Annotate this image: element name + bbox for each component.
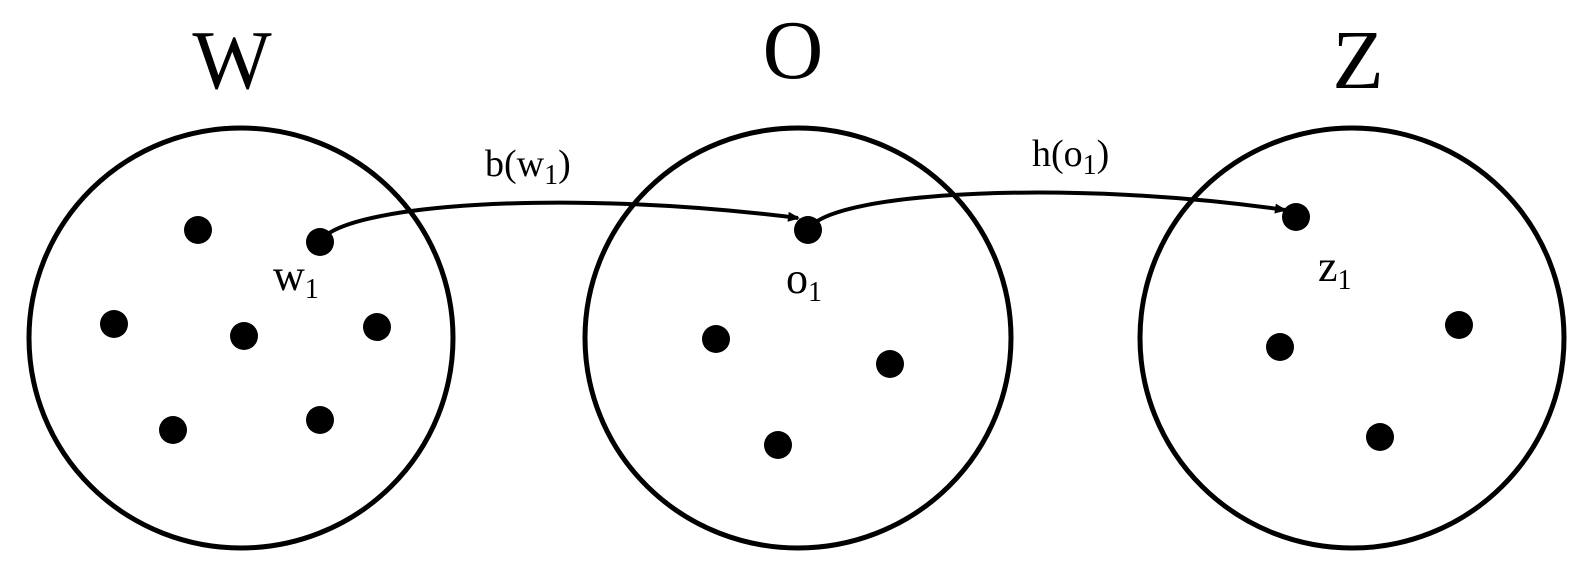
- mapping-b-arrow: [318, 200, 800, 244]
- set-w: W w1: [26, 14, 456, 551]
- set-z: Z z1: [1137, 14, 1567, 551]
- set-w-point: [100, 310, 128, 338]
- mapping-b-label: b(w1): [485, 143, 571, 191]
- set-w-circle: [26, 125, 456, 551]
- set-w-point: [363, 313, 391, 341]
- set-o-title: O: [763, 4, 824, 97]
- set-w-point: [184, 216, 212, 244]
- mapping-b: b(w1): [318, 143, 800, 244]
- set-z-circle: [1137, 125, 1567, 551]
- set-o-circle: [582, 125, 1014, 551]
- set-o-point: [702, 325, 730, 353]
- set-w-point: [159, 416, 187, 444]
- set-z-point: [1266, 333, 1294, 361]
- element-o1-label: o1: [786, 254, 822, 308]
- set-z-point: [1445, 311, 1473, 339]
- element-z1-label: z1: [1318, 242, 1352, 296]
- mapping-h: h(o1): [806, 133, 1287, 232]
- set-o: O o1: [582, 4, 1014, 551]
- set-w-point: [306, 406, 334, 434]
- set-w-point: [230, 322, 258, 350]
- set-o-point: [764, 431, 792, 459]
- element-w1-label: w1: [273, 251, 319, 305]
- set-o-point: [876, 350, 904, 378]
- element-z1-point: [1282, 203, 1310, 231]
- set-z-point: [1366, 423, 1394, 451]
- set-z-title: Z: [1332, 14, 1383, 107]
- mapping-h-label: h(o1): [1032, 133, 1109, 181]
- mapping-h-arrow: [806, 190, 1287, 232]
- set-w-title: W: [192, 14, 272, 107]
